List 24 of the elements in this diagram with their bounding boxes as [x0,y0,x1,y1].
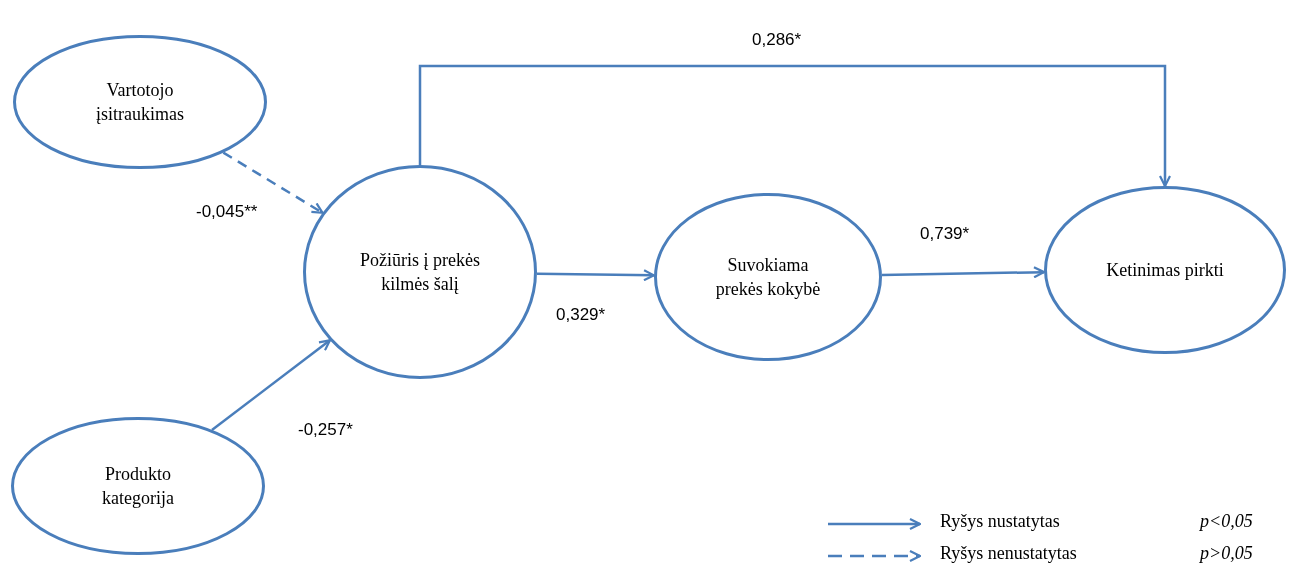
arrow [418,64,1172,188]
oval-node [13,35,267,169]
oval-node [303,165,537,379]
p-value-label: p<0,05 [1200,511,1253,532]
arrow [211,339,332,431]
node-label: Produkto kategorija [101,462,175,510]
legend-label: Ryšys nustatytas [940,511,1060,532]
oval-node [11,417,265,555]
edge-label: 0,739* [920,224,970,244]
edge-label: -0,257* [298,420,353,440]
edge-label: -0,045** [196,202,258,222]
arrow [222,151,324,214]
arrow [881,266,1046,279]
node-label: Suvokiama prekės kokybė [714,253,822,301]
legend-label: Ryšys nenustatytas [940,543,1077,564]
node-label: Ketinimas pirkti [1105,258,1225,282]
p-value-label: p>0,05 [1200,543,1253,564]
oval-node [654,193,882,361]
edge-label: 0,286* [752,30,802,50]
oval-node [1044,186,1286,354]
node-label: Vartotojo įsitraukimas [95,78,185,126]
arrow [536,269,656,282]
node-label: Požiūris į prekės kilmės šalį [359,248,481,296]
edge-label: 0,329* [556,305,606,325]
